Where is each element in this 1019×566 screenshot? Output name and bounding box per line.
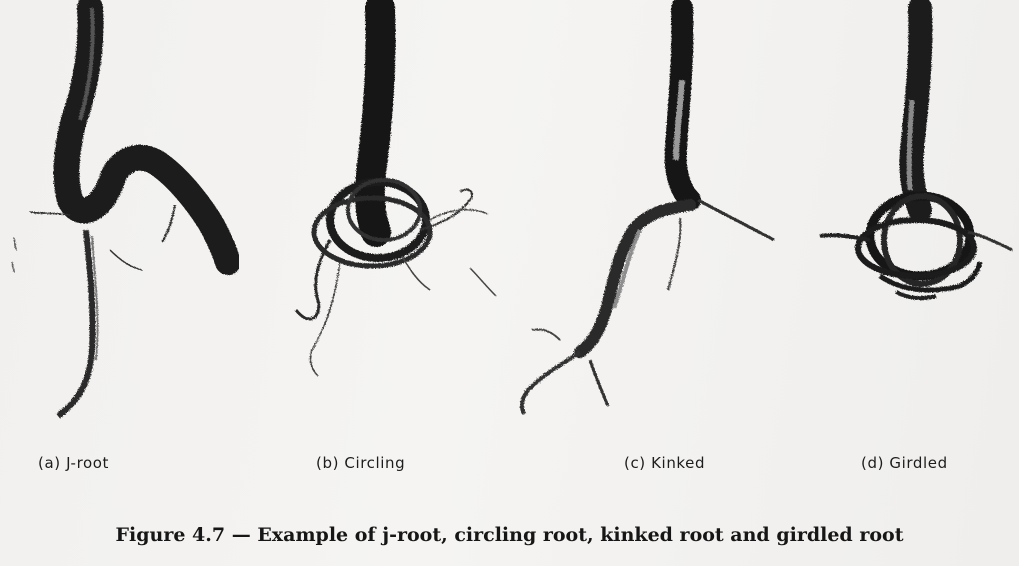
root-illustrations-drawing bbox=[0, 0, 1019, 440]
panel-label-j-root: (a) J-root bbox=[38, 454, 109, 472]
kinked-root-illustration bbox=[522, 8, 774, 414]
panel-label-girdled: (d) Girdled bbox=[861, 454, 948, 472]
panel-label-circling: (b) Circling bbox=[316, 454, 405, 472]
root-illustrations bbox=[0, 0, 1019, 440]
girdled-root-illustration bbox=[820, 8, 1012, 298]
figure-caption: Figure 4.7 — Example of j-root, circling… bbox=[0, 524, 1019, 546]
circling-root-illustration bbox=[296, 8, 496, 376]
j-root-illustration bbox=[12, 8, 228, 416]
panel-label-kinked: (c) Kinked bbox=[624, 454, 705, 472]
